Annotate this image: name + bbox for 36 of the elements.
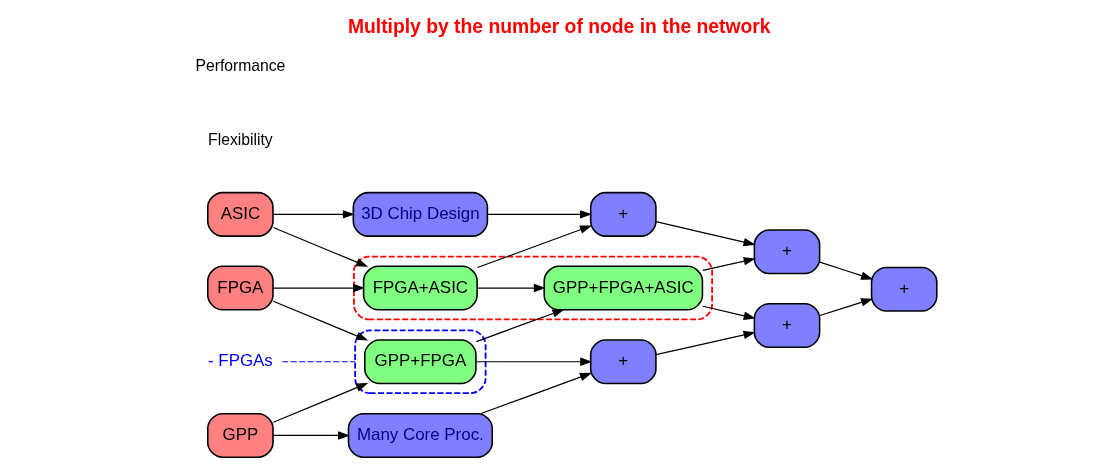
node-box: + (589, 338, 657, 384)
arrow (701, 256, 756, 271)
arrow (272, 209, 355, 219)
node-box: Many Core Proc. (347, 412, 493, 458)
arrow (475, 308, 565, 342)
arrow (476, 283, 546, 292)
connector (281, 360, 356, 362)
node-box: 3D Chip Design (352, 191, 488, 237)
arrow (476, 224, 592, 268)
node-box: GPP+FPGA+ASIC (542, 265, 703, 311)
arrow (272, 226, 368, 267)
arrow (272, 283, 365, 292)
node-box: FPGA (206, 265, 274, 311)
node-box: + (870, 266, 938, 312)
node-box: + (589, 191, 657, 237)
node-text: - FPGAs (207, 350, 273, 370)
arrow (272, 430, 350, 440)
arrow (480, 372, 592, 414)
arrow (475, 357, 592, 366)
node-box: FPGA+ASIC (362, 265, 478, 311)
node-box: GPP+FPGA (363, 338, 477, 384)
node-box: + (753, 302, 820, 348)
arrow (818, 261, 873, 280)
arrow (272, 382, 368, 423)
label: Performance (194, 56, 285, 74)
arrow (818, 297, 873, 316)
arrow (272, 300, 368, 341)
arrow (654, 330, 756, 355)
node-box: GPP (206, 412, 274, 458)
diagram-title: Multiply by the number of node in the network (347, 15, 771, 37)
node-box: ASIC (206, 191, 274, 237)
node-box: + (753, 228, 820, 274)
arrow (701, 305, 756, 320)
arrow (654, 220, 756, 246)
arrow (486, 209, 592, 219)
label: Flexibility (207, 130, 273, 148)
